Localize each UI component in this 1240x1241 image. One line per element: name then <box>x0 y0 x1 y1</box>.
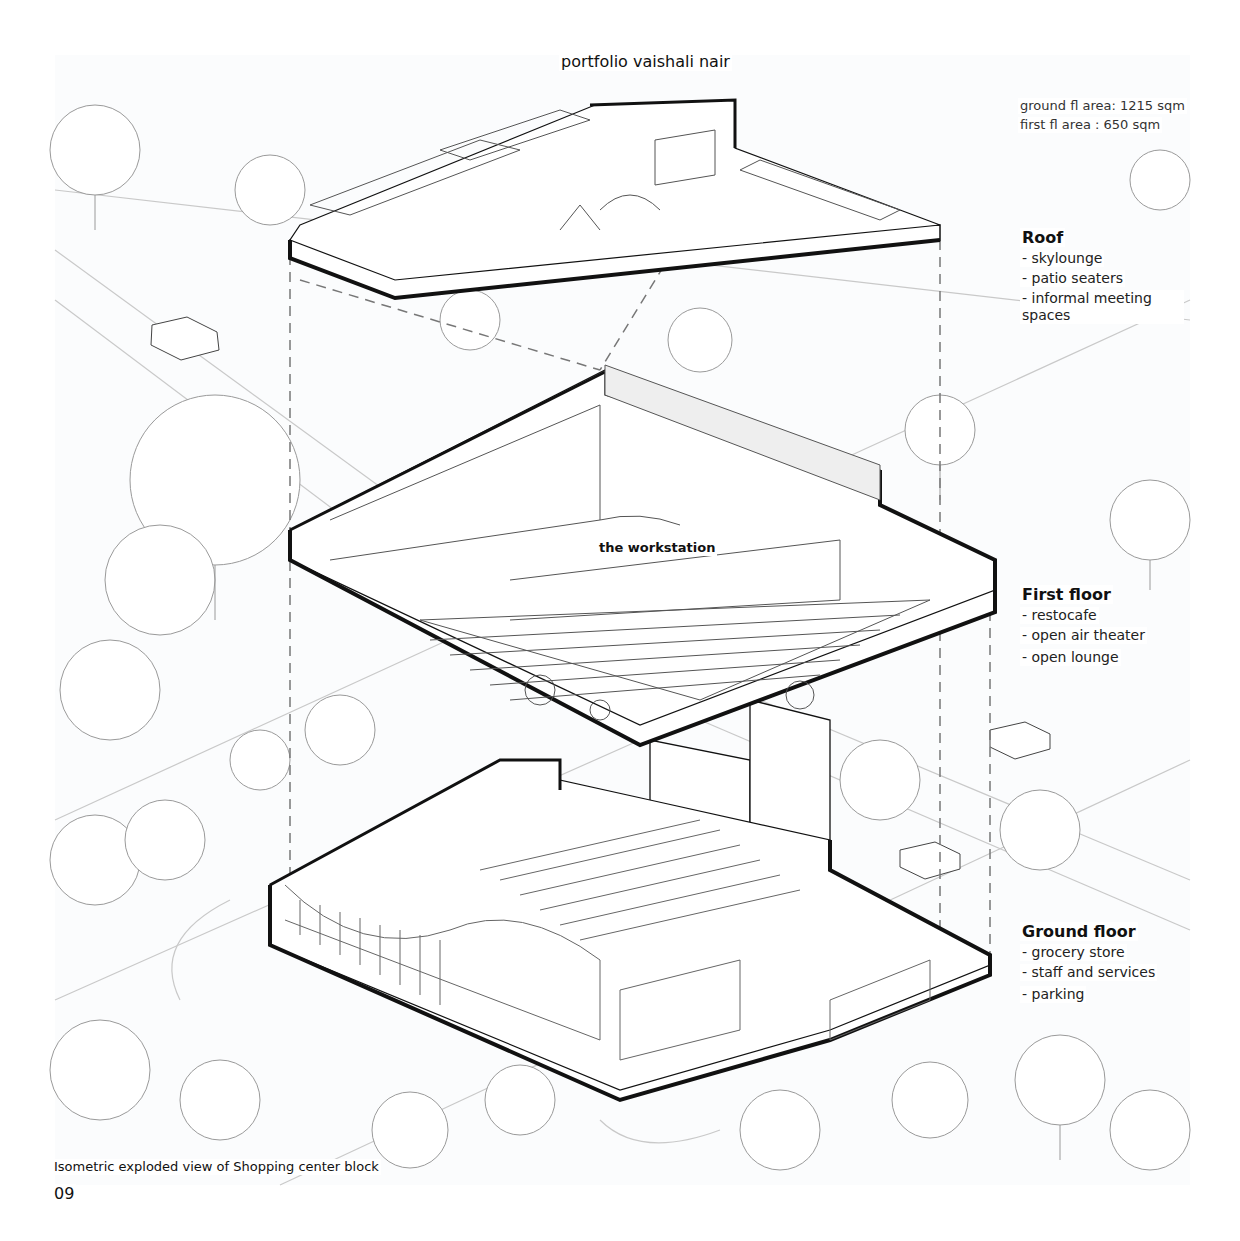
program-item: - parking <box>1020 986 1086 1003</box>
program-item: - skylounge <box>1020 250 1104 267</box>
area-note: ground fl area: 1215 sqm <box>1018 98 1187 114</box>
program-item: - open lounge <box>1020 649 1121 666</box>
program-item: - staff and services <box>1020 964 1157 981</box>
program-item: - informal meeting spaces <box>1020 290 1184 324</box>
space-sign: the workstation <box>597 540 717 556</box>
floor-heading: Ground floor <box>1020 922 1138 941</box>
program-item: - grocery store <box>1020 944 1127 961</box>
program-item: - patio seaters <box>1020 270 1125 287</box>
figure-caption: Isometric exploded view of Shopping cent… <box>52 1159 381 1175</box>
floor-heading: Roof <box>1020 228 1065 247</box>
page-number: 09 <box>52 1184 76 1203</box>
page-title: portfolio vaishali nair <box>559 52 732 71</box>
program-item: - open air theater <box>1020 627 1147 644</box>
floor-heading: First floor <box>1020 585 1113 604</box>
area-note: first fl area : 650 sqm <box>1018 117 1162 133</box>
program-item: - restocafe <box>1020 607 1099 624</box>
